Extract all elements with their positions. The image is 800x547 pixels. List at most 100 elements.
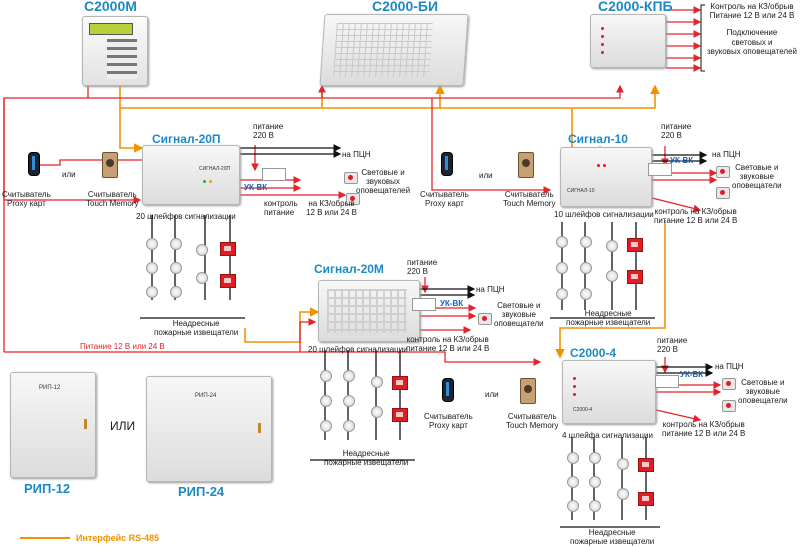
touch-memory-icon — [520, 378, 536, 404]
rip12-box: РИП-12 — [10, 372, 96, 478]
smoke-detector-icon — [320, 370, 332, 382]
signal20m-title: Сигнал-20М — [314, 262, 384, 276]
manual-call-point-icon — [220, 274, 236, 288]
signal20p-sounder-icon — [344, 172, 358, 184]
led-indicator — [601, 35, 604, 38]
legend-rs485: Интерфейс RS-485 — [76, 533, 160, 543]
signal20p-title: Сигнал-20П — [152, 132, 221, 146]
indicator-grid — [333, 23, 433, 77]
smoke-detector-icon — [371, 376, 383, 388]
c20004-ukvk-module — [655, 375, 679, 388]
signal20p-pcn: на ПЦН — [342, 150, 371, 159]
signal10-sounder2-icon — [716, 187, 730, 199]
supply-power-line: Питание 12 В или 24 В — [80, 342, 165, 351]
led-indicator — [573, 377, 576, 380]
signal10-ukvk-module — [648, 163, 672, 176]
panel-plate: С2000-4 — [573, 407, 593, 413]
box-plate: РИП-24 — [195, 393, 217, 399]
c20004-pcn: на ПЦН — [715, 362, 744, 371]
signal20m-sounder-icon — [478, 313, 492, 325]
c2000m-title: С2000М — [84, 0, 137, 14]
rip24-box: РИП-24 — [146, 376, 272, 482]
smoke-detector-icon — [589, 476, 601, 488]
smoke-detector-icon — [589, 452, 601, 464]
led-indicator — [203, 180, 206, 183]
touch-memory-icon — [518, 152, 534, 178]
led-indicator — [601, 27, 604, 30]
proxy-reader-icon — [442, 378, 454, 402]
manual-call-point-icon — [392, 376, 408, 390]
c2000bi-panel — [319, 14, 469, 86]
smoke-detector-icon — [320, 420, 332, 432]
smoke-detector-icon — [556, 288, 568, 300]
box-plate: РИП-12 — [39, 385, 61, 391]
smoke-detector-icon — [567, 476, 579, 488]
smoke-detector-icon — [320, 395, 332, 407]
c20004-sounder2-icon — [722, 400, 736, 412]
signal10-pcn: на ПЦН — [712, 150, 741, 159]
signal20m-pcn: на ПЦН — [476, 285, 505, 294]
indicator-grid — [327, 289, 407, 333]
kpb-brace — [700, 4, 705, 72]
smoke-detector-icon — [567, 500, 579, 512]
proxy-reader-icon — [28, 152, 40, 176]
smoke-detector-icon — [606, 240, 618, 252]
smoke-detector-icon — [343, 370, 355, 382]
manual-call-point-icon — [627, 238, 643, 252]
keypad-icon — [107, 39, 137, 79]
lock-icon — [258, 423, 261, 433]
signal-lines — [140, 144, 714, 528]
smoke-detector-icon — [617, 458, 629, 470]
proxy-reader-icon — [441, 152, 453, 176]
signal10-ili: или — [479, 171, 493, 180]
smoke-detector-icon — [617, 488, 629, 500]
smoke-detector-icon — [343, 420, 355, 432]
led-indicator — [601, 43, 604, 46]
power-lines — [3, 6, 722, 423]
c20004-loops: 4 шлейфа сигнализации — [562, 431, 653, 440]
c2000kpb-module — [590, 14, 666, 68]
smoke-detector-icon — [196, 244, 208, 256]
c20004-sounder-icon — [722, 378, 736, 390]
lock-icon — [84, 419, 87, 429]
led-indicator — [573, 393, 576, 396]
smoke-detector-icon — [146, 238, 158, 250]
smoke-detector-icon — [371, 406, 383, 418]
manual-call-point-icon — [627, 270, 643, 284]
smoke-detector-icon — [580, 262, 592, 274]
signal20m-loops: 20 шлейфов сигнализации — [308, 345, 408, 354]
signal10-title: Сигнал-10 — [568, 132, 628, 146]
c20004-panel: С2000-4 — [562, 360, 656, 424]
manual-call-point-icon — [220, 242, 236, 256]
smoke-detector-icon — [196, 272, 208, 284]
c2000m-console — [82, 16, 148, 86]
rip24-title: РИП-24 — [178, 484, 225, 499]
c2000bi-title: С2000-БИ — [372, 0, 439, 14]
signal10-ukvk-label: УК-ВК — [670, 156, 694, 165]
smoke-detector-icon — [146, 262, 158, 274]
led-indicator — [603, 164, 606, 167]
smoke-detector-icon — [580, 288, 592, 300]
signal20m-panel — [318, 280, 420, 342]
smoke-detector-icon — [170, 238, 182, 250]
c2000kpb-title: С2000-КПБ — [598, 0, 673, 14]
